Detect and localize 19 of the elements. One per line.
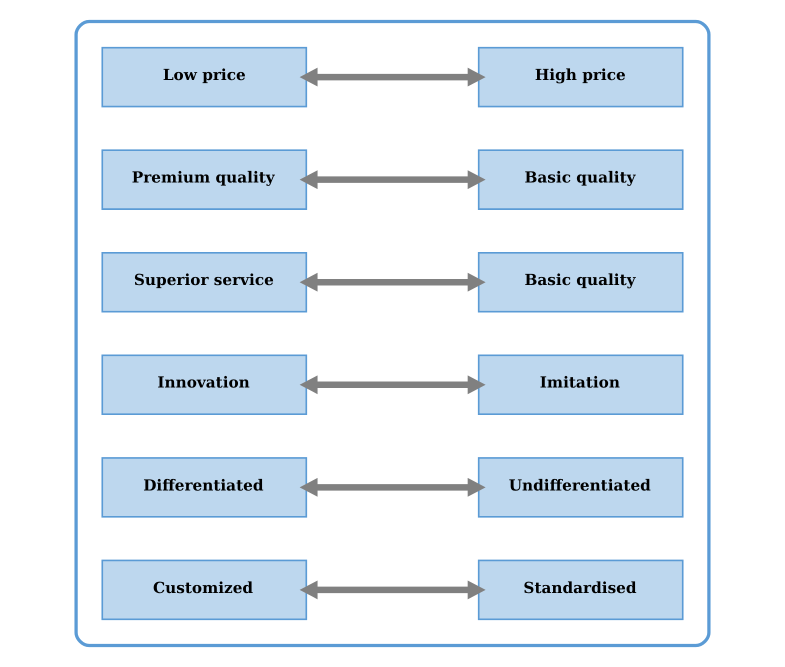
node-box: Superior service <box>101 252 308 312</box>
node-box: Low price <box>101 46 308 108</box>
node-box: Premium quality <box>101 149 308 210</box>
cluster <box>74 20 711 648</box>
arrow <box>300 170 486 190</box>
arrow <box>300 272 486 292</box>
node-box: Differentiated <box>101 457 308 518</box>
node-box: Imitation <box>478 354 684 416</box>
node-box: Basic quality <box>478 252 684 312</box>
node-box: Basic quality <box>478 149 684 210</box>
arrow <box>300 375 486 394</box>
arrow <box>300 478 486 497</box>
node-box: Innovation <box>101 354 308 416</box>
node-box: High price <box>478 46 684 108</box>
node-box: Standardised <box>478 560 684 620</box>
node-box: Customized <box>101 560 308 620</box>
arrow <box>300 68 486 87</box>
node-box: Undifferentiated <box>478 457 684 518</box>
arrow <box>300 580 486 600</box>
